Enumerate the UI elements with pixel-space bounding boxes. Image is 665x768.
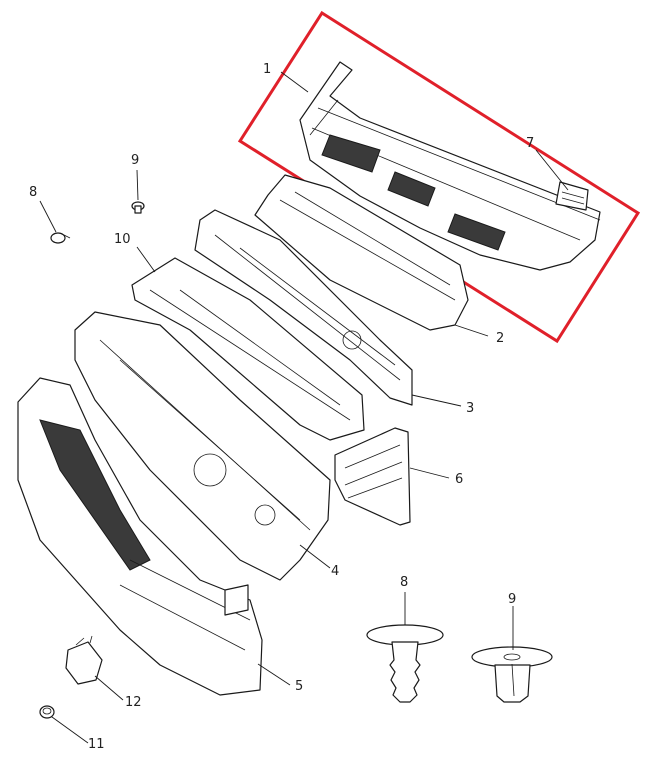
callout-3: 3 [466,401,474,416]
callout-2: 2 [496,331,504,346]
callout-6: 6 [455,472,463,487]
part-5-lower-insulator[interactable] [17,377,263,696]
part-11-plug[interactable] [39,705,55,719]
part-7-clip[interactable] [555,181,589,211]
part-4-dash-silencer[interactable] [74,311,331,581]
part-2-cowl-support[interactable] [254,174,469,331]
part-1-cowl-panel[interactable] [299,61,601,271]
part-9-small-nut[interactable] [131,201,145,214]
part-8-push-pin-detail[interactable] [366,624,444,703]
callout-8-small: 8 [29,185,37,200]
part-8-small-clip[interactable] [50,232,71,244]
callout-10: 10 [114,232,131,247]
part-6-side-bracket[interactable] [334,427,411,526]
callout-9-small: 9 [131,153,139,168]
callout-8-detail: 8 [400,575,408,590]
callout-12: 12 [125,695,142,710]
callout-4: 4 [331,564,339,579]
callout-9-detail: 9 [508,592,516,607]
callout-7: 7 [526,136,534,151]
leader-lines [39,71,569,744]
callout-1: 1 [263,62,271,77]
part-3-dash-upper[interactable] [194,209,413,406]
callout-5: 5 [295,679,303,694]
part-9-push-nut-detail[interactable] [471,646,553,703]
highlight-frame [237,10,641,344]
callout-11: 11 [88,737,105,752]
part-12-grommet[interactable] [65,635,103,685]
part-10-bracket[interactable] [131,257,365,441]
